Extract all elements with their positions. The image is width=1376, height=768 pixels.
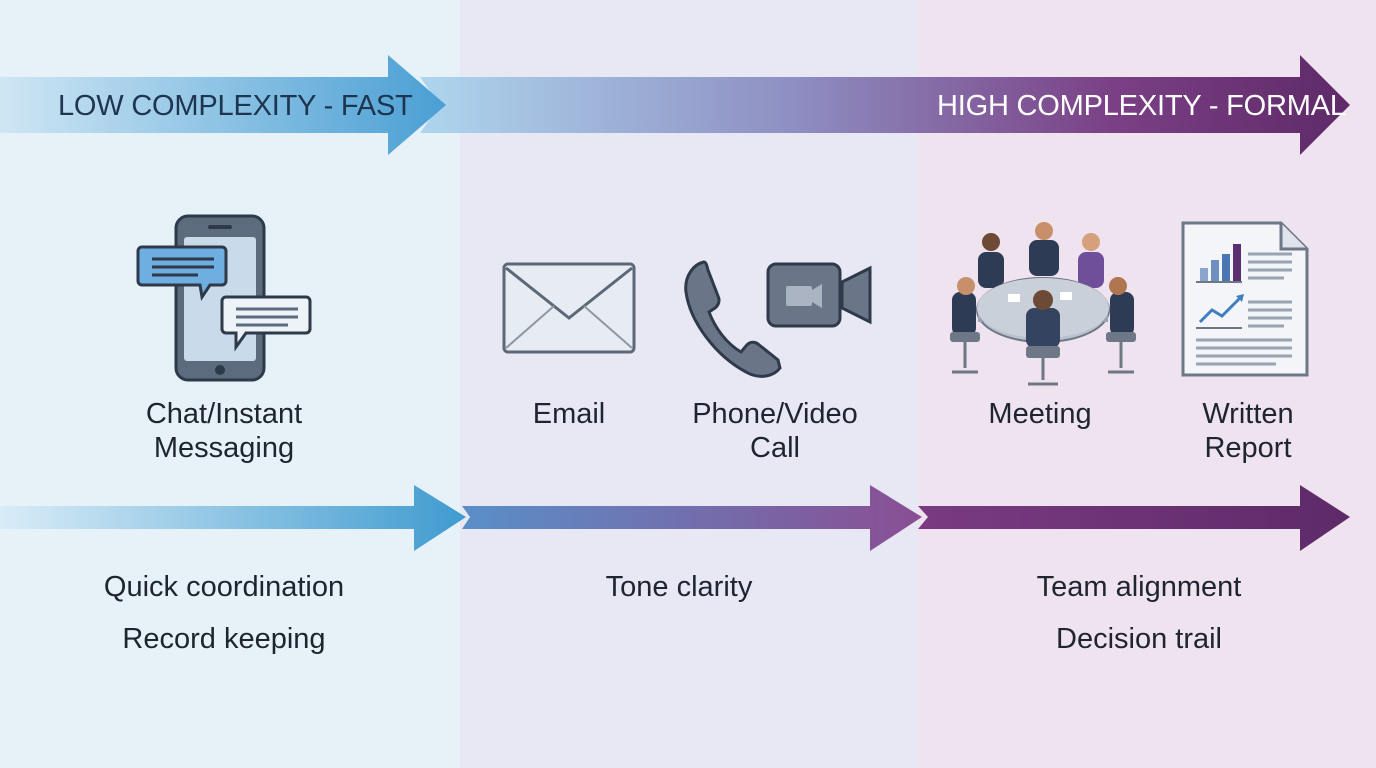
benefit-decision-trail: Decision trail [1056, 623, 1222, 655]
low-complexity-label: LOW COMPLEXITY - FAST [58, 90, 413, 122]
benefit-team-alignment: Team alignment [1036, 571, 1242, 603]
channel-label-report: Written Report [1202, 398, 1294, 464]
channel-label-phone-video: Phone/Video Call [692, 398, 858, 464]
benefit-record-keeping: Record keeping [122, 623, 326, 655]
high-complexity-arrow [420, 55, 1350, 155]
envelope-icon [502, 262, 636, 354]
benefit-quick-coordination: Quick coordination [103, 571, 345, 603]
low-complexity-arrow [0, 55, 446, 155]
benefit-arrow-medium [462, 485, 922, 551]
benefit-arrow-high [918, 485, 1350, 551]
report-document-icon [1181, 221, 1309, 377]
channel-label-meeting: Meeting [988, 398, 1092, 430]
chat-phone-icon [136, 214, 312, 382]
meeting-table-icon [950, 222, 1136, 386]
benefit-tone-clarity: Tone clarity [605, 571, 753, 603]
channel-label-chat: Chat/Instant Messaging [145, 398, 303, 464]
channel-label-email: Email [532, 398, 606, 430]
benefit-arrow-low [0, 485, 466, 551]
high-complexity-label: HIGH COMPLEXITY - FORMAL [937, 90, 1346, 122]
phone-video-icon [684, 260, 872, 378]
